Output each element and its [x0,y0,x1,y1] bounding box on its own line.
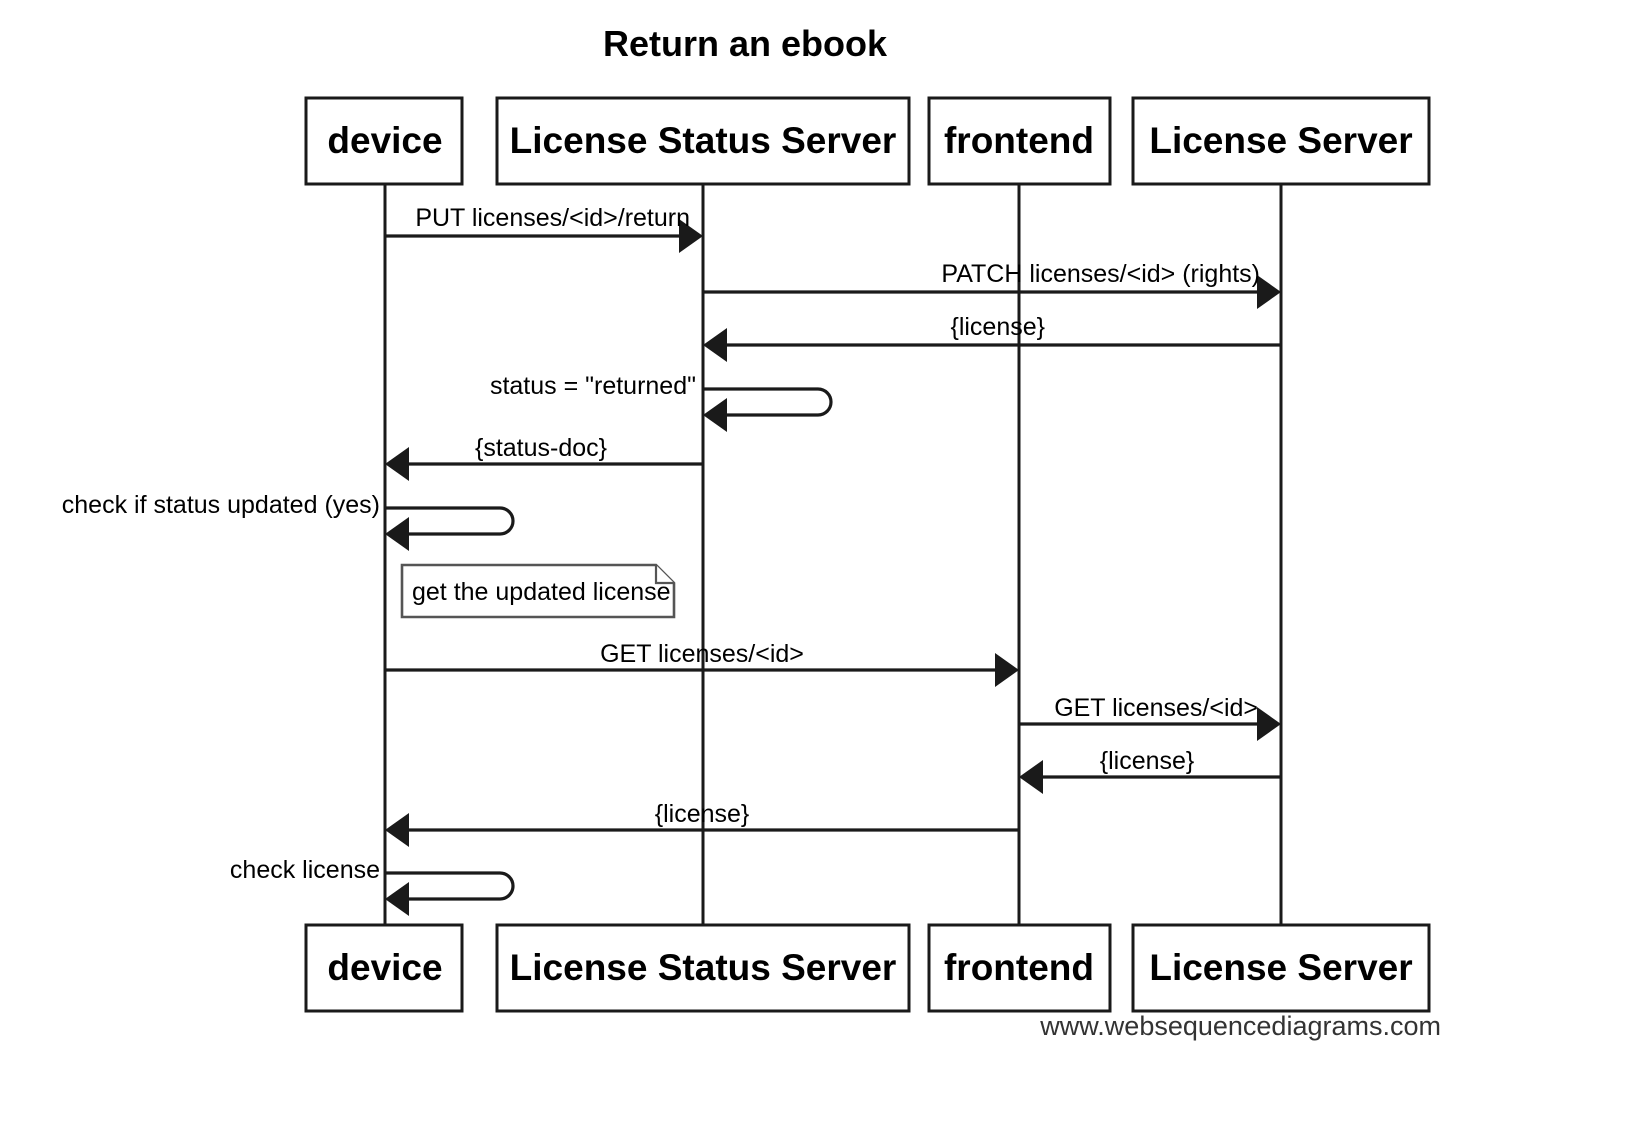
message-9-return[interactable]: {license} [1019,747,1281,794]
message-label: {license} [950,313,1045,341]
message-label: GET licenses/<id> [600,640,804,668]
note-text: get the updated license [412,578,671,606]
arrow-head [385,447,409,481]
note-fold-corner-icon [654,565,674,585]
message-8-call[interactable]: GET licenses/<id> [1019,694,1281,741]
lifelines-group [383,184,1283,925]
message-7-call[interactable]: GET licenses/<id> [385,640,1019,687]
actor-label-frontend: frontend [944,947,1094,988]
actor-box-frame [495,923,911,1013]
actor-box-frame [1131,96,1431,186]
arrow-head [1257,275,1281,309]
actor-box-frame [304,96,464,186]
arrow-head [703,398,727,432]
arrow-head [1257,707,1281,741]
message-3-return[interactable]: {license} [703,313,1281,362]
arrow-head [385,813,409,847]
message-6-self-call[interactable]: check if status updated (yes) [62,491,515,551]
notes-group: get the updated license [400,563,676,619]
self-message-path [703,387,833,417]
actor-label-device: device [327,120,442,161]
message-label: PUT licenses/<id>/return [415,204,690,232]
actor-box-device-top[interactable]: device [304,96,464,186]
actor-box-frontend-top[interactable]: frontend [927,96,1112,186]
self-message-path [385,871,515,901]
message-10-return[interactable]: {license} [385,800,1019,847]
message-label: {status-doc} [475,434,607,462]
actor-box-license-server-top[interactable]: License Server [1131,96,1431,186]
arrow-head [703,328,727,362]
message-label: check if status updated (yes) [62,491,380,519]
message-4-self-call[interactable]: status = "returned" [490,372,833,432]
diagram-title: Return an ebook [603,23,888,64]
actor-box-frame [304,923,464,1013]
arrow-head [995,653,1019,687]
actor-box-frame [495,96,911,186]
actor-box-device-bottom[interactable]: device [304,923,464,1013]
actor-box-frame [1131,923,1431,1013]
arrow-head [385,517,409,551]
message-5-return[interactable]: {status-doc} [385,434,703,481]
self-message-path [385,506,515,536]
arrow-head [385,882,409,916]
actor-box-license-server-bottom[interactable]: License Server [1131,923,1431,1013]
message-label: check license [230,856,380,884]
actor-label-license-server: License Server [1149,947,1412,988]
note-get-updated-license[interactable]: get the updated license [400,563,676,619]
actor-label-frontend: frontend [944,120,1094,161]
actor-box-license-status-server-top[interactable]: License Status Server [495,96,911,186]
watermark-label: www.websequencediagrams.com [1039,1011,1441,1041]
message-label: {license} [655,800,750,828]
message-label: GET licenses/<id> [1054,694,1258,722]
arrow-head [1019,760,1043,794]
message-2-call[interactable]: PATCH licenses/<id> (rights) [703,260,1281,309]
actor-label-license-server: License Server [1149,120,1412,161]
message-label: {license} [1100,747,1195,775]
actor-label-device: device [327,947,442,988]
message-label: PATCH licenses/<id> (rights) [941,260,1260,288]
actor-box-frontend-bottom[interactable]: frontend [927,923,1112,1013]
message-label: status = "returned" [490,372,696,400]
actor-box-frame [927,96,1112,186]
arrow-head [679,219,703,253]
actor-box-license-status-server-bottom[interactable]: License Status Server [495,923,911,1013]
actor-box-frame [927,923,1112,1013]
message-11-self-call[interactable]: check license [230,856,515,916]
note-body [400,563,676,619]
actor-label-license-status-server: License Status Server [510,120,897,161]
actor-label-license-status-server: License Status Server [510,947,897,988]
message-1-call[interactable]: PUT licenses/<id>/return [385,204,703,253]
